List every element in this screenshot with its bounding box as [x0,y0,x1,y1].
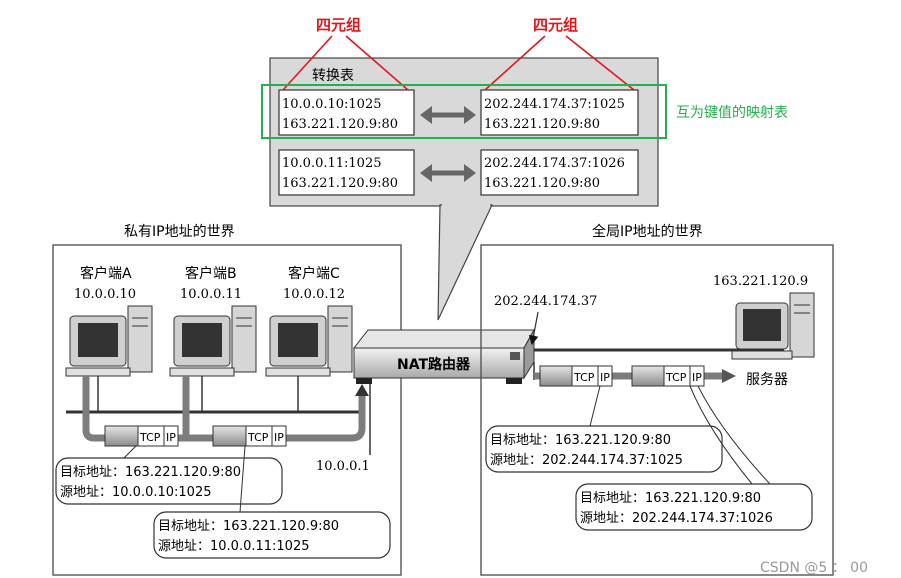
computer-icon [265,305,353,377]
server-label: 服务器 [746,372,788,388]
packet-global-2: TCP IP [631,365,705,387]
watermark: CSDN @5 ： 00 [760,560,868,576]
packet-tcp-label: TCP [665,371,687,384]
client-a-ip: 10.0.0.10 [74,287,136,302]
four-tuple-label-left: 四元组 [316,16,361,34]
global-callout-2-dest: 目标地址：163.221.120.9:80 [580,491,761,506]
row2-global-dest: 163.221.120.9:80 [484,176,600,191]
private-callout-1-src: 源地址：10.0.0.10:1025 [60,485,212,500]
gateway-ip: 10.0.0.1 [316,459,370,474]
private-world-title: 私有IP地址的世界 [124,224,235,240]
global-callout-1: 目标地址：163.221.120.9:80 源地址：202.244.174.37… [485,385,723,473]
client-c-name: 客户端C [288,265,340,282]
private-world-box [52,244,402,576]
row2-private-dest: 163.221.120.9:80 [282,176,398,191]
row2-private-addr: 10.0.0.11:1025 [282,156,382,171]
right-arrow-icon [722,369,736,383]
mapping-note: 互为键值的映射表 [676,105,788,121]
server-icon [731,292,815,360]
table-row-1-private [278,89,415,136]
router-label: NAT路由器 [397,356,471,373]
row1-global-addr: 202.244.174.37:1025 [484,97,625,112]
up-arrow-icon [355,384,369,396]
packet-private-2: TCP IP [212,425,287,447]
client-b[interactable]: 客户端B 10.0.0.11 [180,265,242,302]
packet-tcp-label: TCP [139,431,161,444]
four-tuple-label-right: 四元组 [533,16,578,34]
row1-private-dest: 163.221.120.9:80 [282,117,398,132]
computer-icon [169,305,257,377]
packet-ip-label: IP [274,431,284,444]
four-tuple-annotation-left: 四元组 [282,16,409,91]
client-a-name: 客户端A [80,265,132,282]
global-callout-1-dest: 目标地址：163.221.120.9:80 [490,433,671,448]
global-world-title: 全局IP地址的世界 [592,223,703,240]
packet-private-1: TCP IP [104,425,179,447]
client-c[interactable]: 客户端C 10.0.0.12 [283,265,345,302]
client-b-name: 客户端B [185,265,237,282]
table-row-2-global [480,149,639,196]
table-callout-tail [437,204,493,321]
lan-bus [66,376,371,455]
global-callout-2-src: 源地址：202.244.174.37:1026 [580,511,773,526]
private-callout-2: 目标地址：163.221.120.9:80 源地址：10.0.0.11:1025 [153,445,391,559]
double-arrow-icon [420,106,476,124]
nat-router[interactable]: NAT路由器 [352,328,535,384]
packet-global-1: TCP IP [539,365,613,387]
table-row-2-private [278,149,415,196]
row2-global-addr: 202.244.174.37:1026 [484,156,625,171]
private-callout-1-dest: 目标地址：163.221.120.9:80 [60,465,241,480]
router-led [510,352,520,360]
global-callout-2: 目标地址：163.221.120.9:80 源地址：202.244.174.37… [575,385,813,531]
packet-ip-label: IP [166,431,176,444]
server-ip: 163.221.120.9 [713,274,808,289]
double-arrow-icon [420,164,476,182]
packet-ip-label: IP [600,371,610,384]
table-title: 转换表 [312,67,354,84]
global-world-box [480,244,834,576]
row1-global-dest: 163.221.120.9:80 [484,117,600,132]
private-callout-2-dest: 目标地址：163.221.120.9:80 [158,519,339,534]
row1-private-addr: 10.0.0.10:1025 [282,97,382,112]
client-a[interactable]: 客户端A 10.0.0.10 [74,265,136,302]
translation-table: 转换表 10.0.0.10:1025 163.221.120.9:80 202.… [269,57,659,321]
packet-tcp-label: TCP [573,371,595,384]
table-row-1-global [480,89,639,136]
private-callout-2-src: 源地址：10.0.0.11:1025 [158,539,310,554]
router-wan-ip: 202.244.174.37 [494,294,597,309]
client-b-ip: 10.0.0.11 [180,287,242,302]
packet-ip-label: IP [692,371,702,384]
client-c-ip: 10.0.0.12 [283,287,345,302]
computer-icon [65,305,153,377]
mapping-highlight-box [261,84,667,139]
packet-tcp-label: TCP [247,431,269,444]
global-callout-1-src: 源地址：202.244.174.37:1025 [490,453,683,468]
private-callout-1: 目标地址：163.221.120.9:80 源地址：10.0.0.10:1025 [55,445,283,505]
four-tuple-annotation-right: 四元组 [484,16,635,91]
